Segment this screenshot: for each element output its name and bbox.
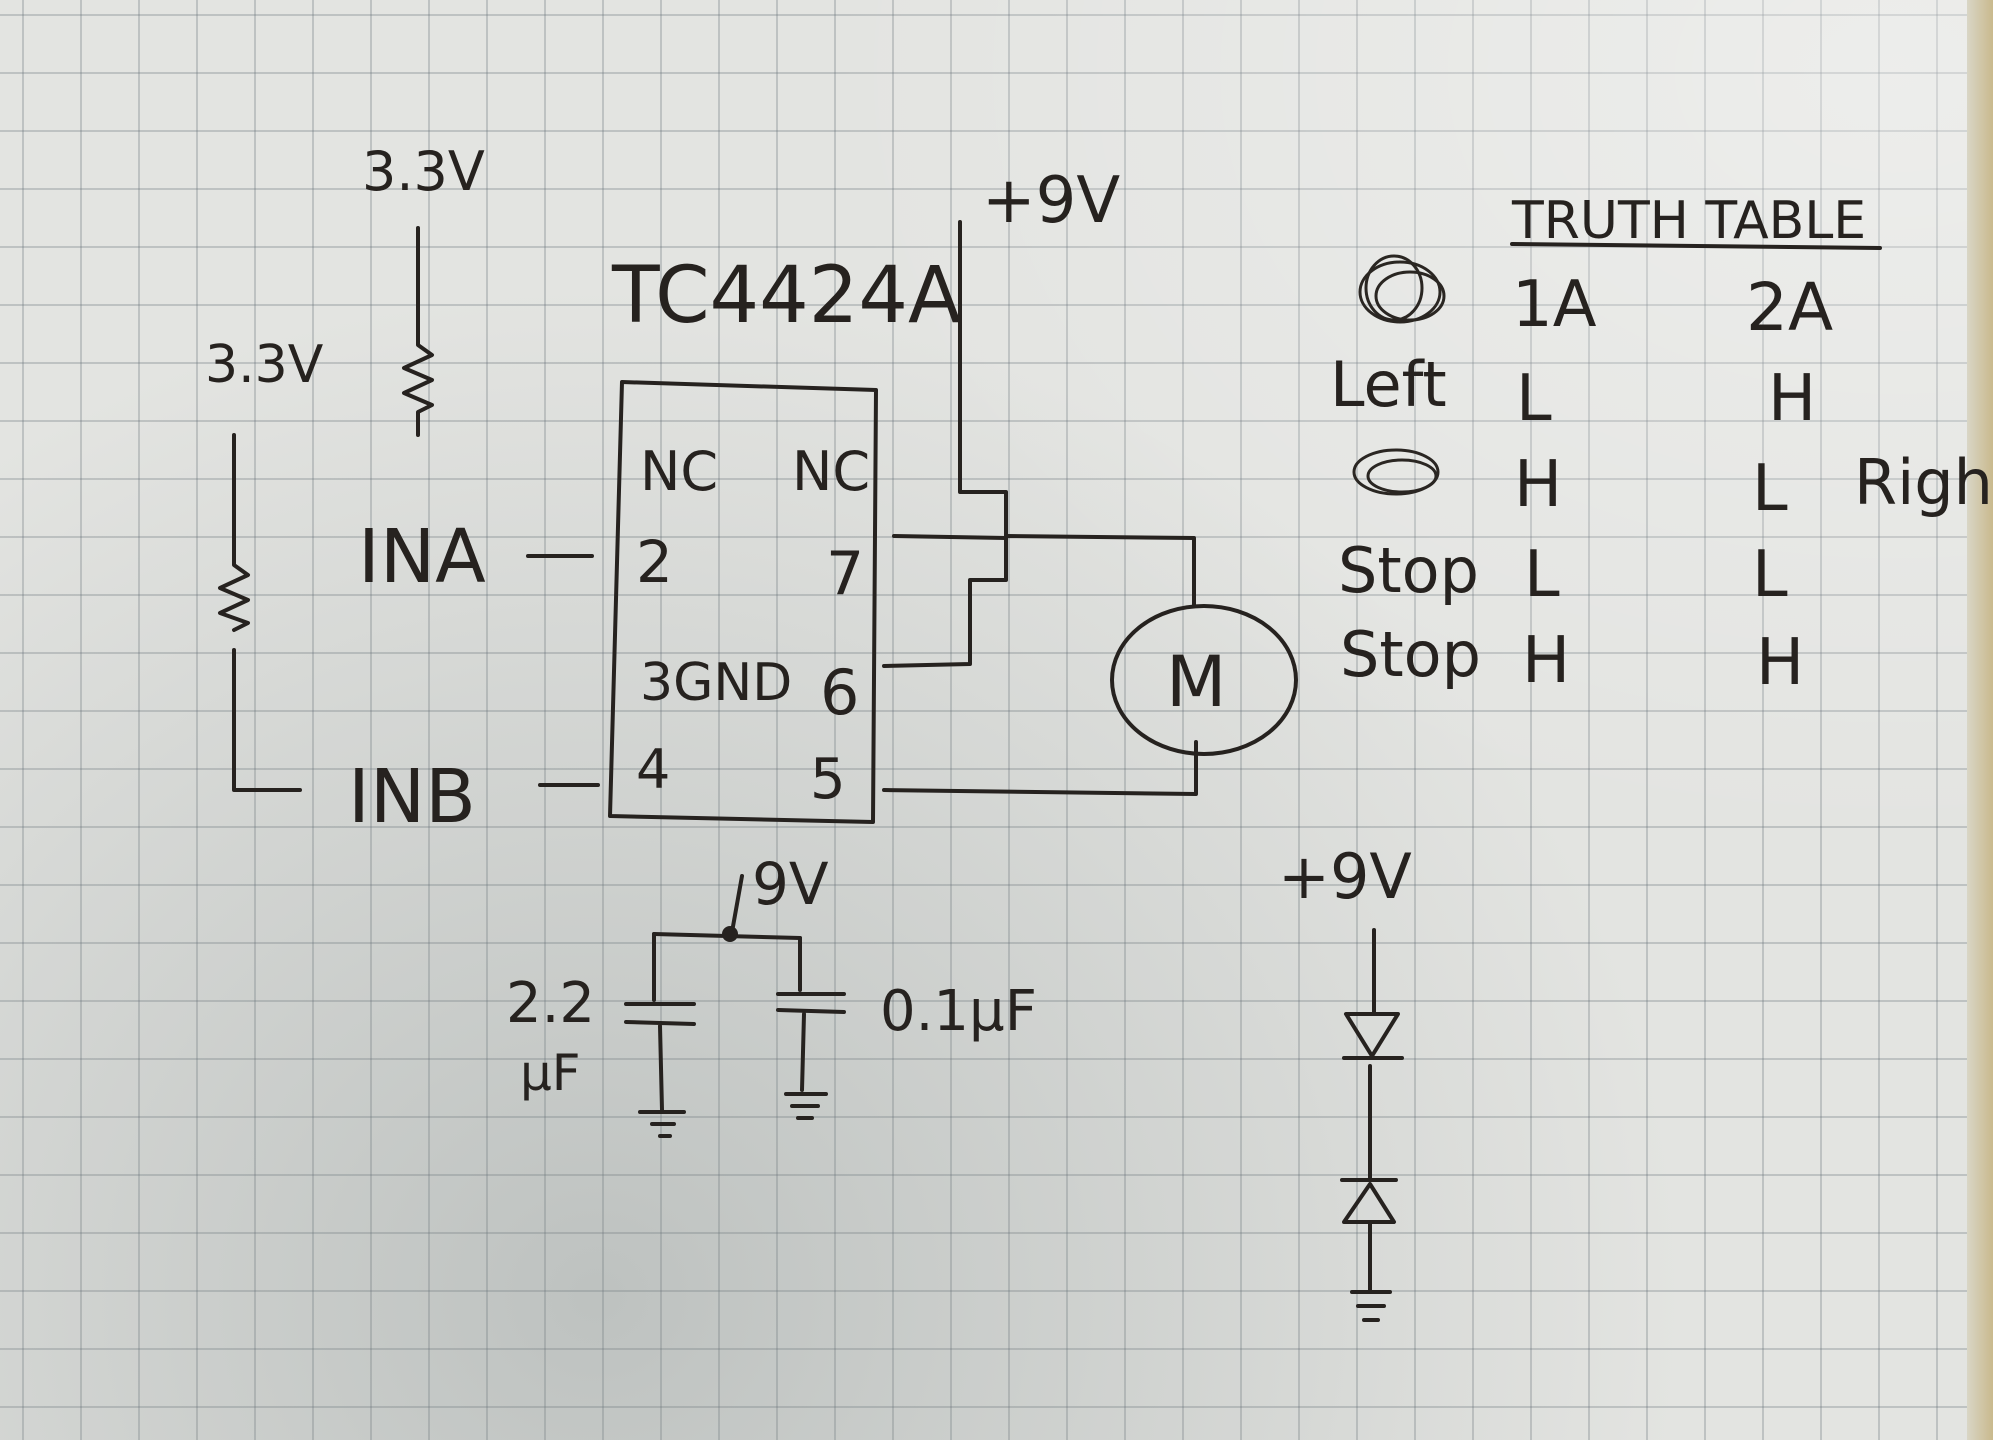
diode-ground (1350, 1222, 1392, 1322)
row-state-left: Left (1330, 348, 1447, 421)
ic-pin-2: 2 (636, 528, 673, 596)
supply-cap-label: 9V (752, 850, 829, 918)
truth-table: TRUTH TABLE 1A 2A Left L H H L Right (1330, 191, 1993, 700)
pin5-motor-wire (882, 740, 1198, 796)
scribble-mark (1358, 254, 1446, 324)
cap1-value-line1: 2.2 (506, 971, 595, 1036)
row-3-2a: H (1756, 626, 1804, 700)
ic-pin-3gnd: 3GND (640, 653, 792, 713)
resistor-b-wire (232, 648, 302, 792)
ic-pin-7: 7 (826, 539, 864, 609)
ic-pin-nc-left: NC (640, 440, 718, 503)
pullup-b-voltage-label: 3.3V (205, 335, 324, 395)
row-1-1a: H (1514, 448, 1562, 522)
row-state-stop-1: Stop (1338, 534, 1479, 607)
resistor-b-zigzag (218, 433, 250, 632)
pullup-resistor-a: 3.3V (362, 140, 485, 437)
supply-output-wire (882, 220, 1008, 668)
ic-label: TC4424A (611, 251, 961, 341)
diode-string: +9V (1278, 840, 1412, 1322)
ic-pin-5: 5 (810, 747, 846, 812)
motor-circle (1110, 604, 1298, 756)
cap1-symbol (624, 932, 696, 1138)
diode-1-symbol (1342, 1012, 1404, 1060)
cap2-symbol (776, 936, 846, 1120)
truth-table-title: TRUTH TABLE (1511, 191, 1866, 251)
row-1-note: Right (1854, 446, 1993, 519)
truth-table-underline (1510, 242, 1882, 250)
cap-supply-wire (730, 874, 744, 934)
supply-top-label: +9V (982, 164, 1120, 238)
resistor-a-zigzag (402, 226, 434, 437)
motor: M (1110, 604, 1298, 756)
input-b-label: INB (348, 754, 476, 840)
header-2a: 2A (1746, 269, 1833, 346)
ic-body (608, 380, 878, 824)
cap2-value: 0.1μF (880, 979, 1037, 1044)
pullup-resistor-b: 3.3V (205, 335, 324, 792)
row-1-2a: L (1752, 452, 1788, 526)
pin7-motor-wire (892, 534, 1196, 608)
input-a-label: INA (358, 514, 486, 600)
diode-2-symbol (1340, 1178, 1398, 1224)
decoupling-capacitors: 9V 2.2 μF 0.1μF (506, 850, 1037, 1138)
pullup-a-voltage-label: 3.3V (362, 140, 485, 203)
row-2-1a: L (1524, 538, 1560, 612)
cap-bus-wire (652, 932, 802, 940)
scribble-mark (1352, 448, 1440, 496)
ic-pin-nc-right: NC (792, 440, 870, 503)
row-3-1a: H (1522, 624, 1570, 698)
ic-pin-6: 6 (820, 656, 859, 729)
cap1-value-line2: μF (520, 1044, 581, 1102)
header-1a: 1A (1512, 268, 1597, 342)
diode-supply-label: +9V (1278, 840, 1412, 913)
row-2-2a: L (1752, 538, 1788, 612)
row-0-1a: L (1516, 362, 1552, 436)
ic-pin-4: 4 (636, 738, 670, 801)
row-state-stop-2: Stop (1340, 618, 1481, 691)
row-0-2a: H (1768, 362, 1816, 436)
paper-edge (1967, 0, 1993, 1440)
motor-label: M (1166, 641, 1226, 723)
ic-tc4424a: TC4424A NC NC 2 7 3GND 6 4 5 (608, 251, 961, 824)
